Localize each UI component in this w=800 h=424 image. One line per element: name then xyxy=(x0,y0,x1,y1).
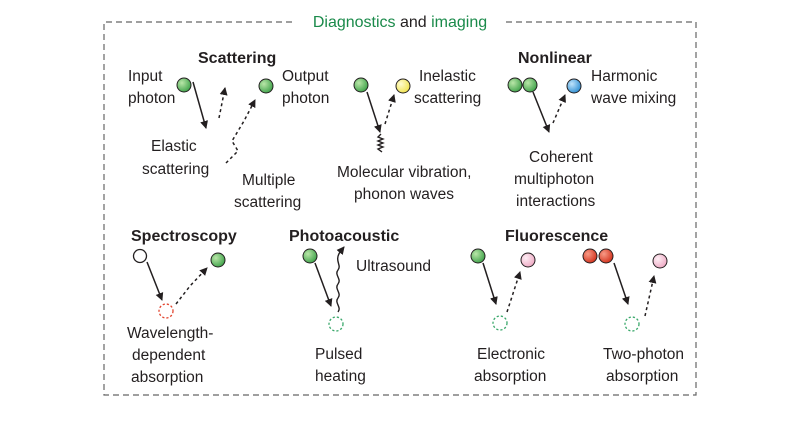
incident-arrow xyxy=(192,81,208,129)
output-photon-label-line1: Output xyxy=(282,68,329,85)
output-photon-label-line2: photon xyxy=(282,90,329,107)
scattering-heading: Scattering xyxy=(198,50,276,67)
absorption-state-red-dashed xyxy=(158,303,174,319)
heated-state-green-dashed xyxy=(328,316,344,332)
coherent-label-line1: Coherent xyxy=(529,149,593,166)
scattered-photon-yellow xyxy=(395,78,411,94)
inelastic-scatter-arrow xyxy=(384,94,396,125)
multiple-scatter-path xyxy=(225,99,256,164)
title-and: and xyxy=(396,14,432,31)
input-photon-green xyxy=(176,77,192,93)
wavelength-label-line1: Wavelength- xyxy=(127,325,213,342)
emitted-photon-pink xyxy=(520,252,536,268)
two-photon-excited-state xyxy=(624,316,640,332)
harmonic-label-line2: wave mixing xyxy=(590,90,676,107)
photoacoustic-panel: Photoacoustic Ultrasound Pulsed heating xyxy=(289,228,431,385)
fluorescence-panel: Fluorescence Electronic absorption Two-p… xyxy=(470,228,684,385)
photoacoustic-incident-arrow xyxy=(314,262,333,307)
output-photon-green xyxy=(258,78,274,94)
pulsed-heating-label-line2: heating xyxy=(315,368,366,385)
coherent-label-line2: multiphoton xyxy=(514,171,594,188)
electronic-emission-arrow xyxy=(506,271,522,313)
spectroscopy-output-arrow xyxy=(175,267,208,305)
incident-photon-green xyxy=(302,248,318,264)
input-photon-label-line1: Input xyxy=(128,68,163,85)
multiple-scattering-label-line2: scattering xyxy=(234,194,301,211)
title-imaging: imaging xyxy=(431,14,487,31)
pump-photon-green-1 xyxy=(507,77,523,93)
spectroscopy-incident-arrow xyxy=(146,261,164,301)
two-photon-emission-arrow xyxy=(644,275,657,317)
vibration-label-line1: Molecular vibration, xyxy=(337,164,471,181)
incident-photon-green xyxy=(353,77,369,93)
electronic-incident-arrow xyxy=(482,262,498,305)
spectroscopy-heading: Spectroscopy xyxy=(131,228,237,245)
incident-photon-white xyxy=(132,248,148,264)
nonlinear-output-arrow xyxy=(552,94,566,124)
vibration-squiggle xyxy=(376,133,385,153)
coherent-label-line3: interactions xyxy=(516,193,596,210)
emitted-photon-pink-2 xyxy=(652,253,668,269)
two-photon-incident-arrow xyxy=(613,262,630,305)
two-photon-label-line1: Two-photon xyxy=(603,346,684,363)
pulsed-heating-label-line1: Pulsed xyxy=(315,346,362,363)
ultrasound-label: Ultrasound xyxy=(356,258,431,275)
title-diagnostics: Diagnostics xyxy=(313,14,396,31)
inelastic-label-line2: scattering xyxy=(414,90,481,107)
ultrasound-wave xyxy=(336,246,345,313)
scattering-panel: Scattering Input photon Output photon El… xyxy=(128,50,329,211)
spectroscopy-panel: Spectroscopy Wavelength- dependent absor… xyxy=(127,228,237,386)
excitation-photon-red-1 xyxy=(582,248,598,264)
harmonic-photon-blue xyxy=(566,78,582,94)
elastic-scattering-label-line2: scattering xyxy=(142,161,209,178)
wavelength-label-line3: absorption xyxy=(131,369,203,386)
excitation-photon-green xyxy=(470,248,486,264)
frame-title: Diagnostics and imaging xyxy=(313,14,487,31)
harmonic-label-line1: Harmonic xyxy=(591,68,658,85)
inelastic-incident-arrow xyxy=(366,91,382,133)
elastic-scatter-arrow xyxy=(218,87,228,119)
wavelength-label-line2: dependent xyxy=(132,347,206,364)
excitation-photon-red-2 xyxy=(598,248,614,264)
electronic-excited-state xyxy=(492,315,508,331)
inelastic-panel: Inelastic scattering Molecular vibration… xyxy=(337,68,481,203)
nonlinear-incident-arrow xyxy=(532,91,551,133)
two-photon-label-line2: absorption xyxy=(606,368,678,385)
elastic-scattering-label-line1: Elastic xyxy=(151,138,197,155)
input-photon-label-line2: photon xyxy=(128,90,175,107)
vibration-label-line2: phonon waves xyxy=(354,186,454,203)
nonlinear-heading: Nonlinear xyxy=(518,50,592,67)
fluorescence-heading: Fluorescence xyxy=(505,228,608,245)
output-photon-green xyxy=(210,252,226,268)
inelastic-label-line1: Inelastic xyxy=(419,68,476,85)
pump-photon-green-2 xyxy=(522,77,538,93)
electronic-absorption-label-line2: absorption xyxy=(474,368,546,385)
multiple-scattering-label-line1: Multiple xyxy=(242,172,295,189)
photoacoustic-heading: Photoacoustic xyxy=(289,228,399,245)
nonlinear-panel: Nonlinear Harmonic wave mixing Coherent … xyxy=(507,50,676,210)
electronic-absorption-label-line1: Electronic xyxy=(477,346,545,363)
